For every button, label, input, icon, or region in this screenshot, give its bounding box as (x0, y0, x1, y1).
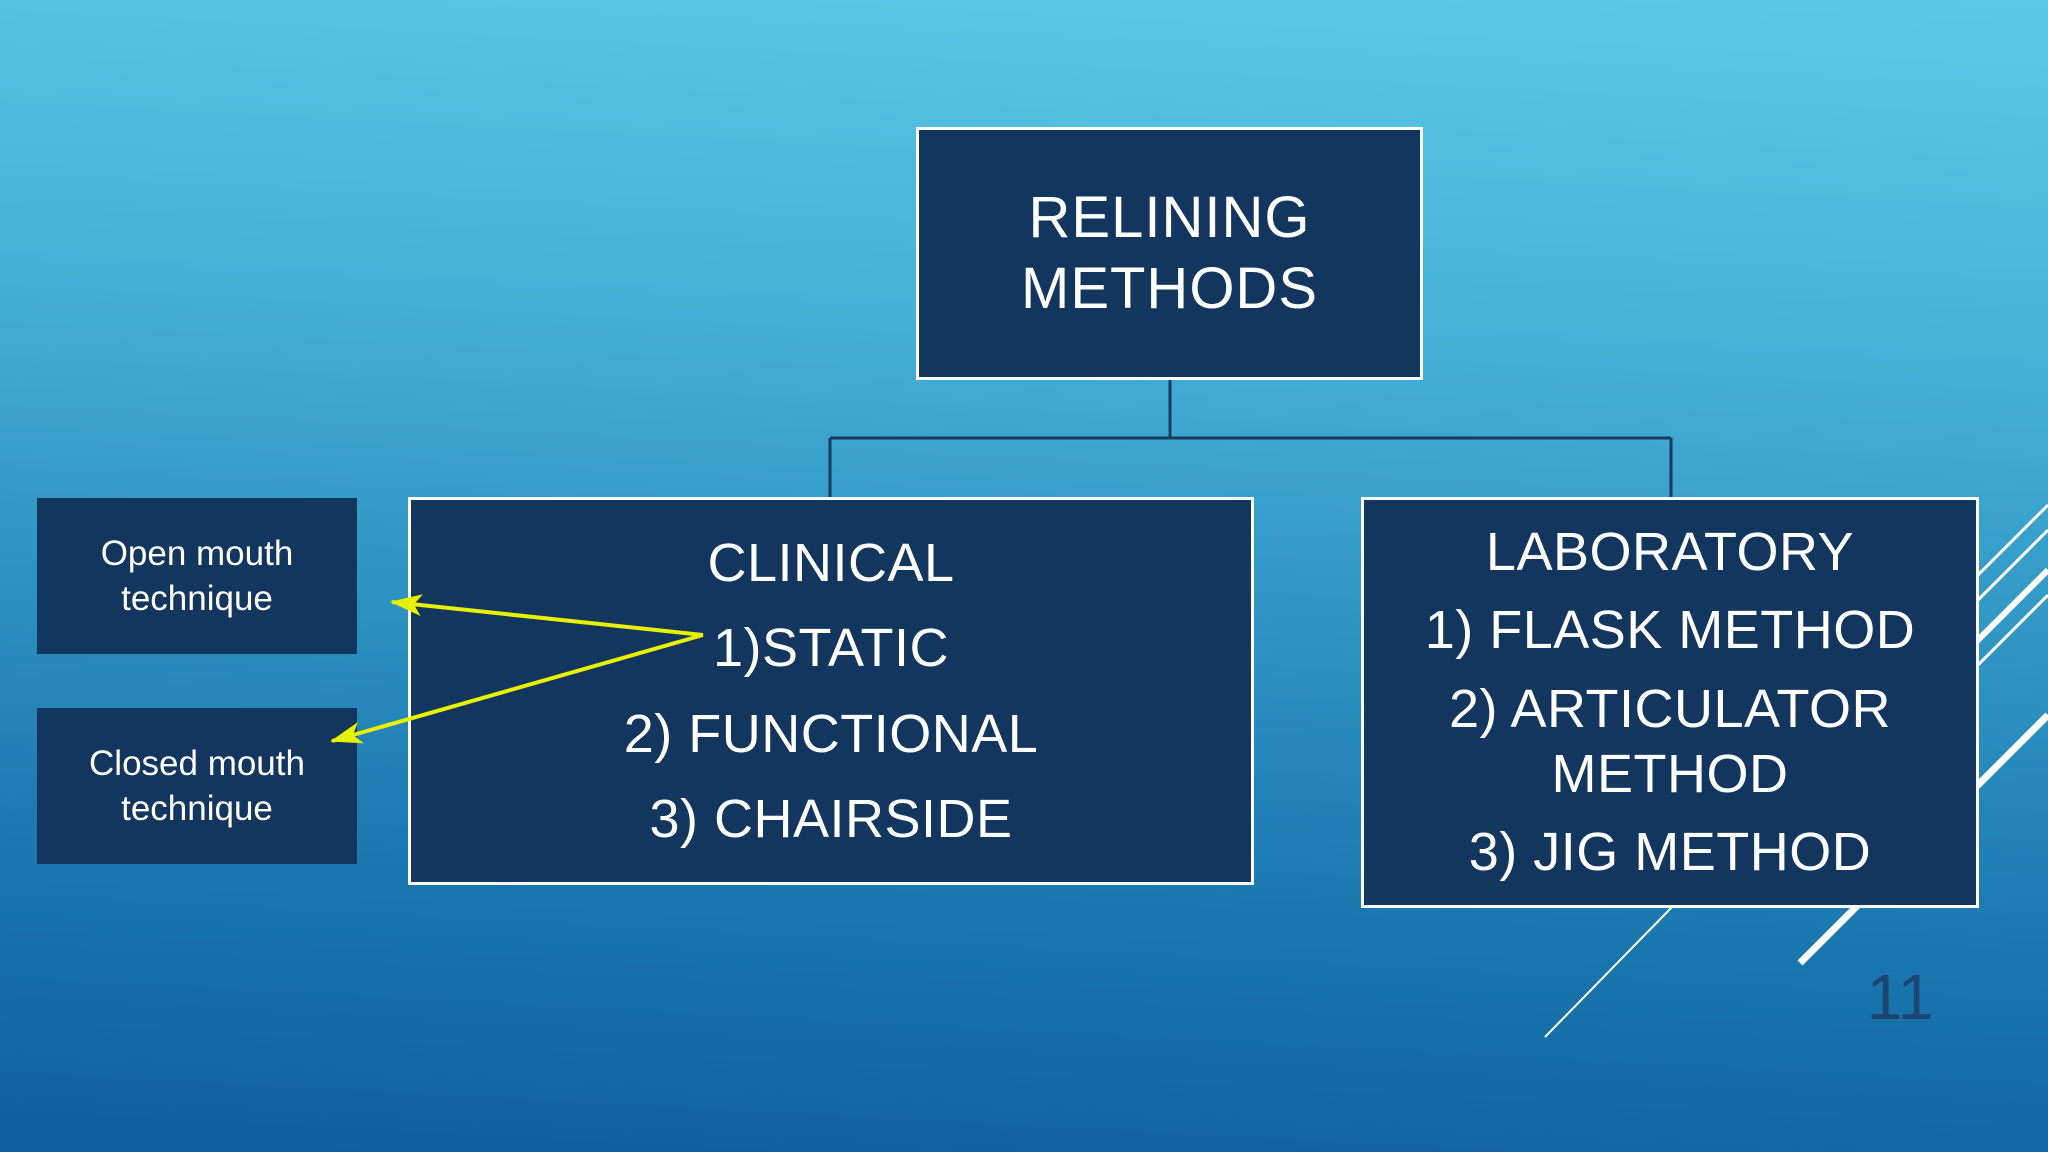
open-mouth-technique-label: Open mouth technique (100, 533, 294, 619)
closed-mouth-technique-label: Closed mouth technique (89, 743, 305, 829)
clinical-item-static: 1)STATIC (712, 618, 949, 679)
slide-page-number: 11 (1866, 961, 1934, 1033)
arrow-to-open-mouth (390, 594, 704, 637)
clinical-item-functional: 2) FUNCTIONAL (623, 703, 1039, 764)
laboratory-item-flask: 1) FLASK METHOD (1424, 600, 1916, 661)
open-mouth-technique-box: Open mouth technique (37, 498, 357, 654)
laboratory-box: LABORATORY 1) FLASK METHOD 2) ARTICULATO… (1361, 497, 1979, 908)
relining-methods-box: RELINING METHODS (916, 127, 1423, 380)
relining-methods-title-line2: METHODS (1021, 255, 1318, 321)
laboratory-item-jig: 3) JIG METHOD (1468, 822, 1872, 883)
laboratory-heading: LABORATORY (1485, 521, 1855, 582)
clinical-box: CLINICAL 1)STATIC 2) FUNCTIONAL 3) CHAIR… (408, 497, 1254, 885)
decor-line-detached (1544, 905, 1674, 1038)
clinical-item-chairside: 3) CHAIRSIDE (649, 789, 1013, 850)
relining-methods-title-line1: RELINING (1028, 184, 1311, 250)
closed-mouth-technique-box: Closed mouth technique (37, 708, 357, 864)
clinical-heading: CLINICAL (707, 532, 955, 593)
laboratory-item-articulator: 2) ARTICULATOR METHOD (1448, 678, 1892, 804)
arrow-to-closed-mouth (330, 633, 704, 744)
